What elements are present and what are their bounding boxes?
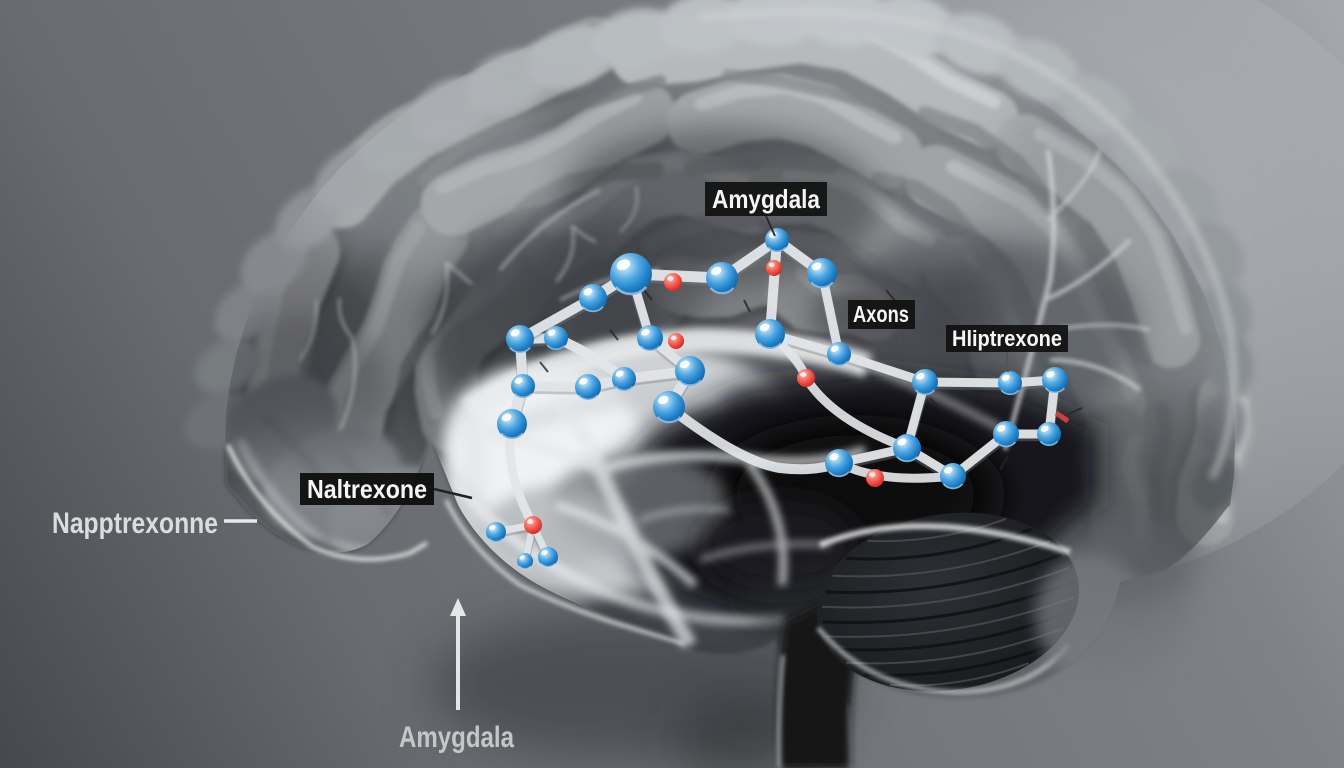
svg-text:Napptrexonne: Napptrexonne [52, 507, 218, 540]
svg-text:Amygdala: Amygdala [712, 184, 820, 214]
svg-text:Axons: Axons [853, 301, 909, 327]
svg-text:Hliptrexone: Hliptrexone [952, 326, 1062, 351]
svg-text:Amygdala: Amygdala [399, 721, 514, 754]
svg-text:Naltrexone: Naltrexone [307, 474, 427, 504]
